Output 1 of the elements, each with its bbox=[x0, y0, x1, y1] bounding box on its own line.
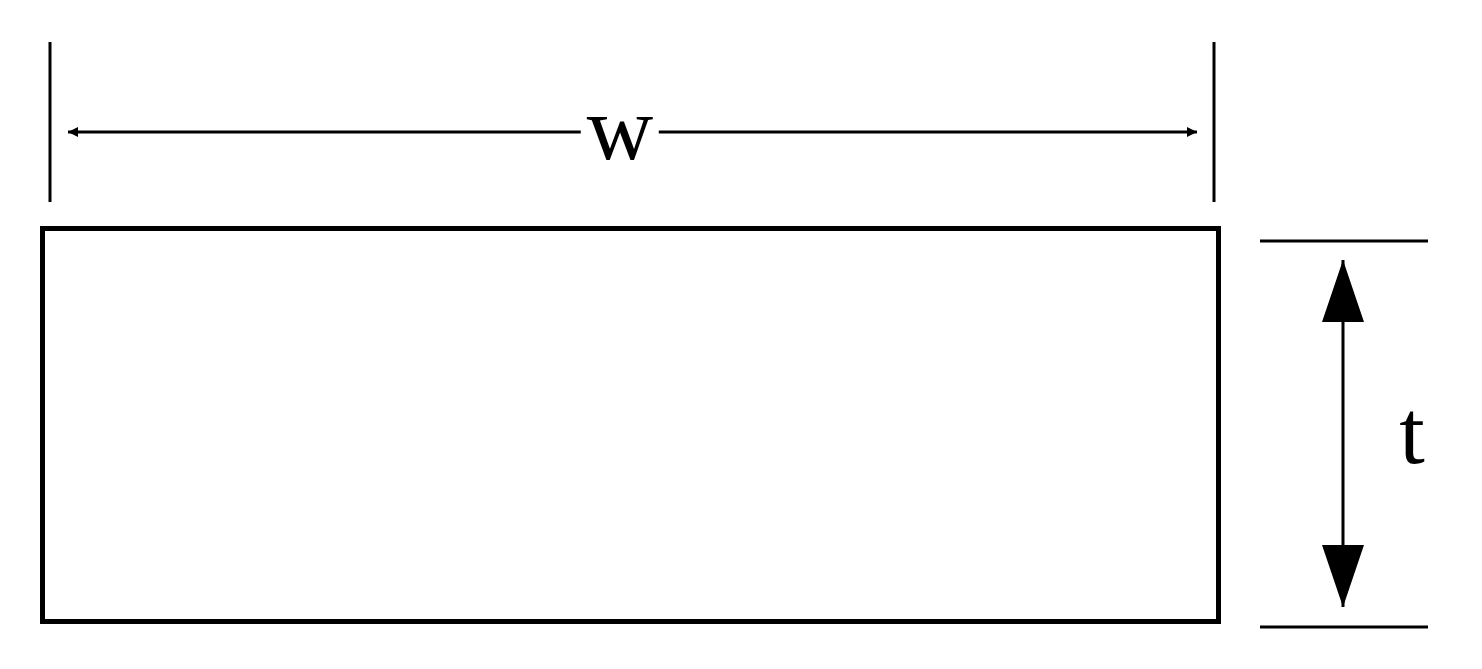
rectangle bbox=[40, 226, 1221, 624]
